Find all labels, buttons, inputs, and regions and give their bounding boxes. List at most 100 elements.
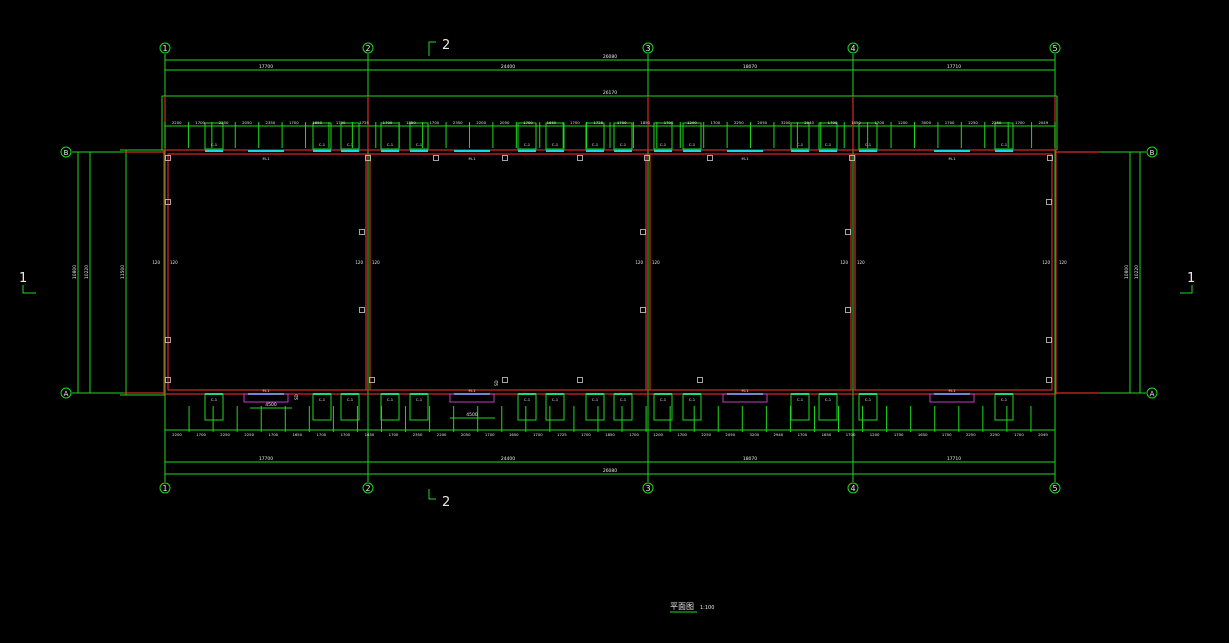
column-square	[697, 377, 703, 383]
bottom-segment-label: 2050	[725, 432, 735, 437]
door-side-tag-2: SD	[494, 380, 499, 386]
column-square	[165, 199, 171, 205]
top-segment-label: 2050	[500, 120, 510, 125]
axis-label-top-5: 5	[1052, 44, 1057, 53]
top-segment-label: 1650	[312, 120, 322, 125]
top-segment-label: 1700	[1015, 120, 1025, 125]
top-window-label: C-1	[797, 142, 804, 147]
drawing-title: 平面图 1:100	[670, 602, 714, 613]
top-window-label: C-1	[211, 142, 218, 147]
bottom-door-label: M-1	[468, 388, 476, 393]
top-segment-label: 1700	[336, 120, 346, 125]
bottom-window-label: C-1	[347, 397, 354, 402]
bottom-segment-label: 1650	[918, 432, 928, 437]
top-segment-label: 3000	[921, 120, 931, 125]
top-segment-label: 1700	[570, 120, 580, 125]
bottom-window-label: C-1	[797, 397, 804, 402]
dim-bay-3: 18070	[743, 64, 757, 70]
column-square	[165, 337, 171, 343]
top-window-label: C-1	[387, 142, 394, 147]
door-width-dim-1: 4500	[265, 402, 277, 408]
bottom-door-label: M-1	[948, 388, 956, 393]
top-segment-label: 2050	[757, 120, 767, 125]
bottom-segment-label: 1700	[485, 432, 495, 437]
top-segment-label: 1700	[195, 120, 205, 125]
column-square	[577, 155, 583, 161]
bottom-window-label: C-1	[620, 397, 627, 402]
bottom-segment-label: 2200	[437, 432, 447, 437]
top-segment-label: 1200	[898, 120, 908, 125]
top-window-label: C-1	[825, 142, 832, 147]
bottom-segment-label: 1700	[677, 432, 687, 437]
top-segment-label: 2049	[1038, 120, 1048, 125]
bottom-window-label: C-1	[524, 397, 531, 402]
bottom-window-frame	[340, 393, 360, 421]
bottom-segment-label: 1650	[365, 432, 375, 437]
bottom-window-label: C-1	[416, 397, 423, 402]
dim-right-inner: 10220	[1134, 265, 1140, 279]
bottom-segment-label: 2049	[1038, 432, 1048, 437]
axis-bubbles-side: B A B A	[60, 146, 1158, 399]
bottom-segment-label: 2250	[701, 432, 711, 437]
bottom-window-label: C-1	[689, 397, 696, 402]
axis-label-bottom-5: 5	[1052, 484, 1057, 493]
top-window-frame	[312, 122, 332, 150]
bottom-window-frame	[585, 393, 605, 421]
column-square	[1046, 337, 1052, 343]
bottom-segment-label: 1700	[1014, 432, 1024, 437]
bottom-window-label: C-1	[592, 397, 599, 402]
dim-bay-2: 24400	[501, 64, 515, 70]
bottom-segment-label: 1700	[942, 432, 952, 437]
bottom-segment-label: 1650	[822, 432, 832, 437]
bottom-segment-label: 1700	[317, 432, 327, 437]
top-segment-label: 1700	[383, 120, 393, 125]
top-door-label: M-1	[468, 156, 476, 161]
bottom-window-label: C-1	[211, 397, 218, 402]
bottom-segment-label: 3200	[749, 432, 759, 437]
top-door-label: M-1	[948, 156, 956, 161]
top-window-label: C-1	[660, 142, 667, 147]
top-window-label: C-1	[592, 142, 599, 147]
dim-left-outer: 10800	[72, 265, 78, 279]
bottom-segment-label: 2050	[461, 432, 471, 437]
side-dimension-lines	[77, 149, 1141, 396]
top-segment-label: 1700	[828, 120, 838, 125]
top-segment-label: 2250	[219, 120, 229, 125]
title-text: 平面图	[670, 602, 694, 611]
bottom-segment-label: 1700	[894, 432, 904, 437]
dim-right-outer: 10800	[1124, 265, 1130, 279]
axis-bubbles-bottom: 1 2 3 4 5	[159, 482, 1061, 494]
bottom-window-frame	[409, 393, 429, 421]
bottom-door-canopy	[929, 393, 975, 403]
column-square	[165, 155, 171, 161]
axis-label-top-2: 2	[365, 44, 370, 53]
top-segment-label: 1850	[406, 120, 416, 125]
axis-label-bottom-2: 2	[365, 484, 370, 493]
top-segment-label: 1200	[687, 120, 697, 125]
bottom-segment-label: 2250	[966, 432, 976, 437]
bottom-door-canopy	[449, 393, 495, 403]
top-window-label: C-1	[319, 142, 326, 147]
dim-bay-1: 17700	[259, 64, 273, 70]
top-window-label: C-1	[1001, 142, 1008, 147]
bottom-door-label: M-1	[741, 388, 749, 393]
svg-text:2: 2	[442, 38, 450, 53]
top-window-label: C-1	[865, 142, 872, 147]
svg-text:120: 120	[355, 260, 363, 265]
top-segment-label: 2940	[804, 120, 814, 125]
walls	[123, 96, 1100, 395]
top-window-frame	[613, 122, 633, 150]
column-square	[165, 377, 171, 383]
svg-text:1: 1	[1187, 271, 1195, 286]
axis-label-bottom-1: 1	[162, 484, 167, 493]
top-segment-label: 2350	[453, 120, 463, 125]
top-segment-label: 1700	[430, 120, 440, 125]
column-square	[369, 377, 375, 383]
svg-text:120: 120	[1059, 260, 1067, 265]
bottom-window-label: C-1	[319, 397, 326, 402]
section-mark-2-top: 2	[428, 38, 450, 56]
column-square	[359, 307, 365, 313]
bottom-segment-label: 1700	[798, 432, 808, 437]
axis-label-top-4: 4	[850, 44, 855, 53]
